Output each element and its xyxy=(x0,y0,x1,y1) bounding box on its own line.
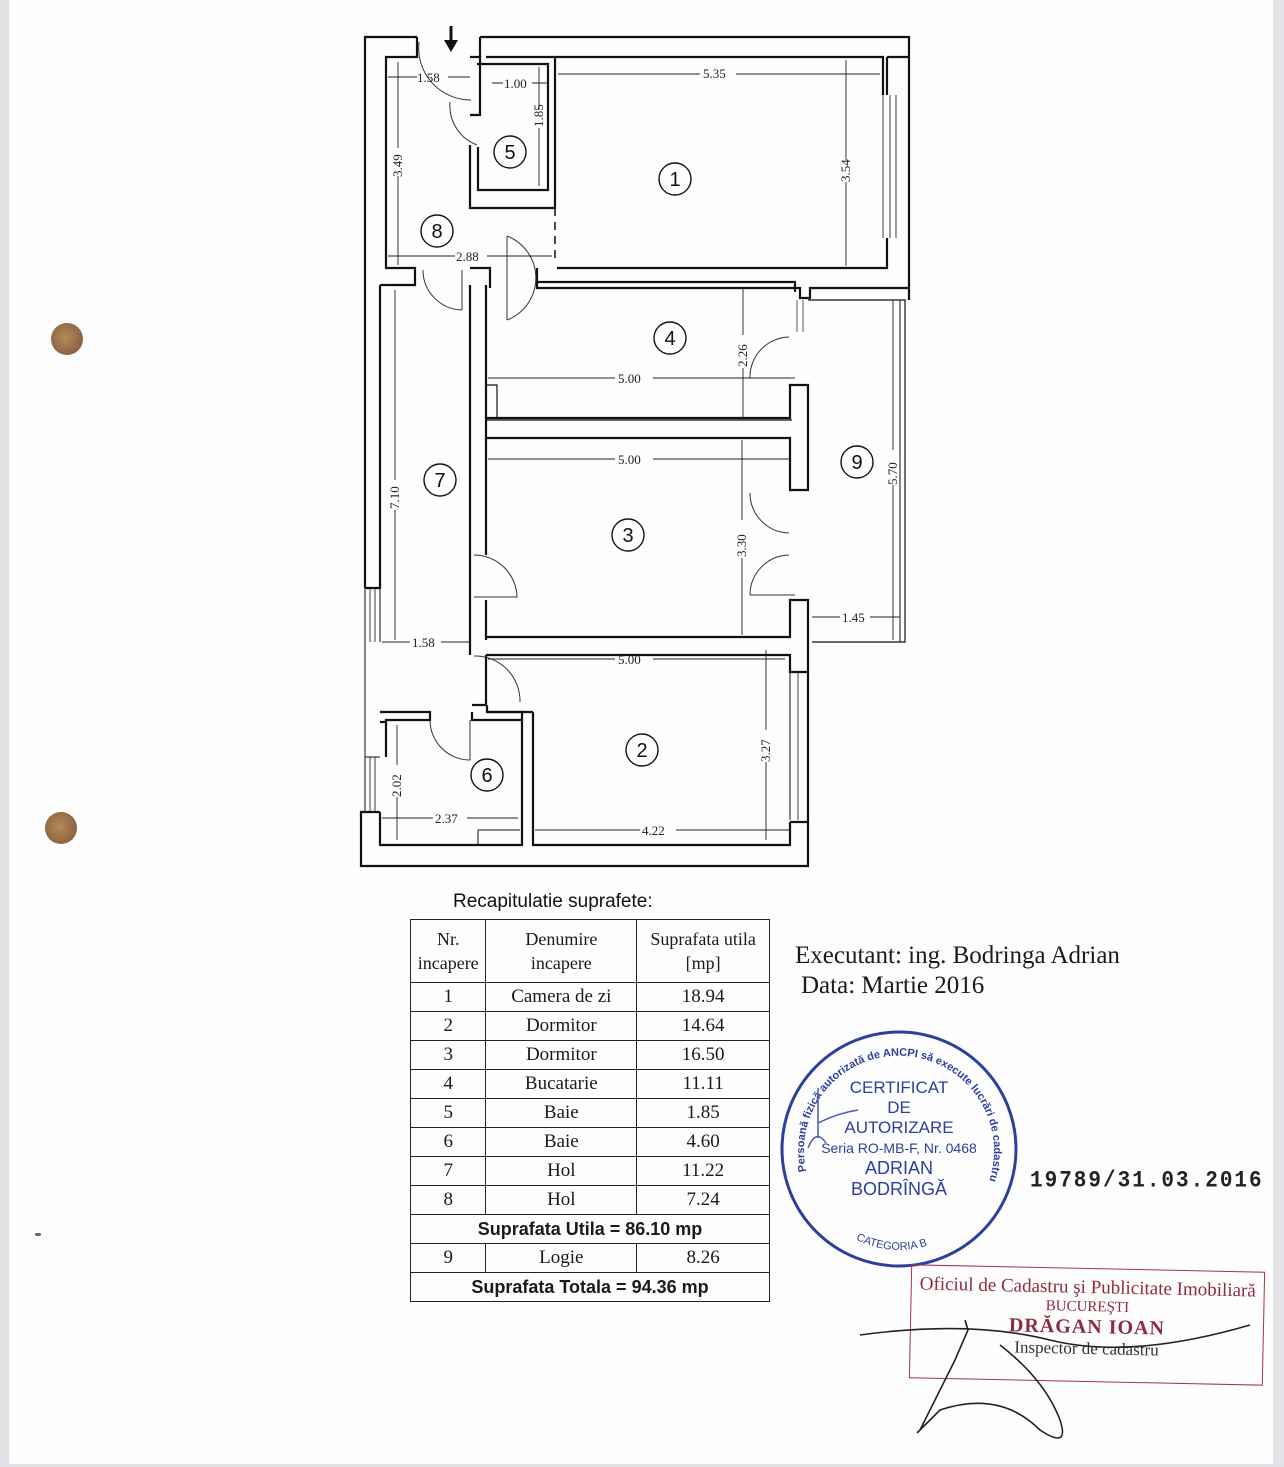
entrance-arrow-icon xyxy=(444,26,458,52)
dim-kitchen-depth: 2.26 xyxy=(735,344,750,367)
dim-hall8-bottom-width: 2.88 xyxy=(456,249,479,264)
dim-bath6-width: 2.37 xyxy=(435,811,458,826)
room-label-8: 8 xyxy=(431,221,442,243)
dim-bedroom3-depth: 3.30 xyxy=(734,534,749,557)
inspector-signature xyxy=(859,1319,1251,1439)
room-label-3: 3 xyxy=(622,525,633,547)
room-label-9: 9 xyxy=(851,452,862,474)
grand-total-row: Suprafata Totala = 94.36 mp xyxy=(410,1272,770,1302)
room-label-6: 6 xyxy=(481,765,492,787)
room-label-4: 4 xyxy=(664,328,675,350)
room-label-2: 2 xyxy=(636,740,647,762)
dim-bedroom2-width-bottom: 4.22 xyxy=(642,823,665,838)
room-label-5: 5 xyxy=(504,142,515,164)
registration-number: 19789/31.03.2016 xyxy=(1030,1168,1264,1195)
page-edge-left xyxy=(0,0,9,1467)
signature-mark-icon xyxy=(807,1088,859,1149)
dim-loggia-width: 1.45 xyxy=(842,610,865,625)
recap-title: Recapitulatie suprafete: xyxy=(453,891,653,912)
dim-hall7-width: 1.58 xyxy=(412,635,435,650)
useful-total-row: Suprafata Utila = 86.10 mp xyxy=(410,1214,770,1244)
dim-bedroom2-width-top: 5.00 xyxy=(618,652,641,667)
dim-bath5-width: 1.00 xyxy=(504,76,527,91)
authorization-stamp-text: CERTIFICAT DE AUTORIZARE Seria RO-MB-F, … xyxy=(821,1078,977,1199)
dim-kitchen-width: 5.00 xyxy=(618,371,641,386)
page-edge-right xyxy=(1273,0,1284,1467)
dim-hall7-length: 7.10 xyxy=(387,486,402,509)
dim-bedroom2-depth: 3.27 xyxy=(758,739,773,762)
header-area: Suprafata utila[mp] xyxy=(636,919,770,983)
svg-text:CATEGORIA B: CATEGORIA B xyxy=(854,1231,928,1253)
dim-loggia-length: 5.70 xyxy=(885,462,900,485)
punch-hole-top xyxy=(51,323,83,355)
dim-hall8-depth: 3.49 xyxy=(390,154,405,177)
dim-bath6-depth: 2.02 xyxy=(389,774,404,797)
dim-living-width: 5.35 xyxy=(703,66,726,81)
dim-bedroom3-width: 5.00 xyxy=(618,452,641,467)
room-label-1: 1 xyxy=(669,169,680,191)
paper-speck xyxy=(35,1233,41,1236)
page-edge-bottom xyxy=(0,1464,1284,1467)
punch-hole-bottom xyxy=(45,812,77,844)
dim-bath5-depth: 1.85 xyxy=(531,104,546,127)
dim-living-depth: 3.54 xyxy=(838,159,853,182)
room-label-7: 7 xyxy=(434,470,445,492)
authorization-stamp: Persoană fizică autorizată de ANCPI să e… xyxy=(778,1028,1018,1268)
floor-plan: 1.58 1.00 1.85 3.49 5.35 3.54 2.88 5.00 … xyxy=(359,26,911,868)
dim-hall8-width: 1.58 xyxy=(417,70,440,85)
executant-name: Executant: ing. Bodringa Adrian xyxy=(795,942,1120,969)
executant-date: Data: Martie 2016 xyxy=(801,972,985,999)
header-nr: Nr.incapere xyxy=(409,919,487,983)
executant-block: Executant: ing. Bodringa Adrian Data: Ma… xyxy=(795,941,1120,1001)
